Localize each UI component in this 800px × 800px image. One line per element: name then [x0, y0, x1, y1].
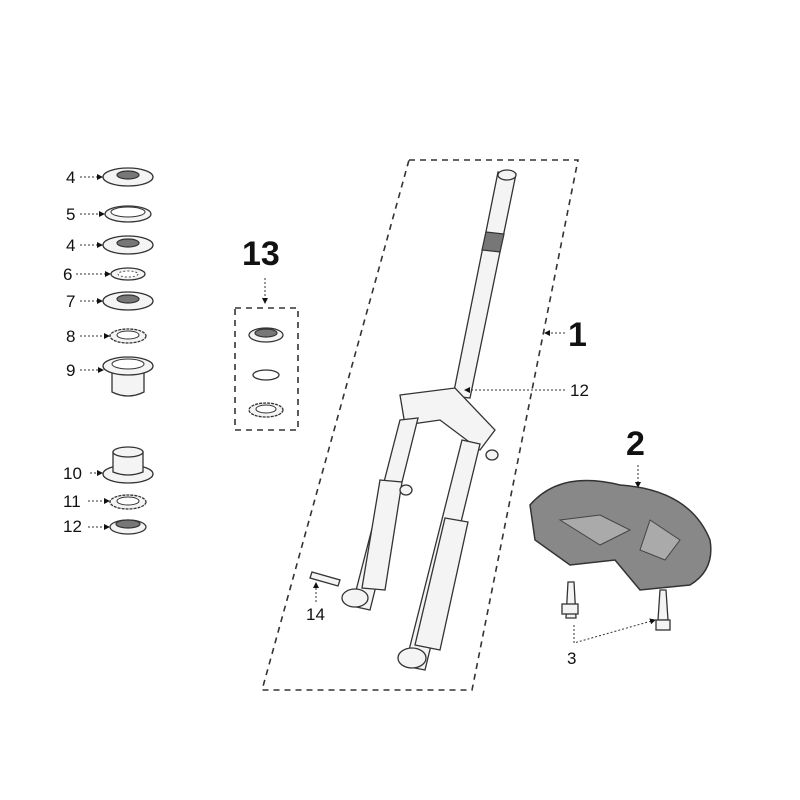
part-5: [104, 205, 152, 223]
callout-13: 13: [242, 235, 280, 273]
callout-4: 4: [66, 168, 75, 187]
callout-1: 1: [568, 316, 587, 354]
callout-12-fork: 12: [570, 381, 589, 400]
callout-7: 7: [66, 292, 75, 311]
part-12-bottom: [109, 519, 147, 535]
part-7: [102, 291, 154, 311]
callout-5: 5: [66, 205, 75, 224]
callout-3: 3: [567, 649, 576, 668]
part-11: [109, 494, 147, 510]
callout-6: 6: [63, 265, 72, 284]
callout-2: 2: [626, 425, 645, 463]
part-4-top: [102, 167, 154, 187]
callout-14: 14: [306, 605, 325, 624]
callout-9: 9: [66, 361, 75, 380]
part-9: [102, 356, 154, 397]
kit-13: 13: [234, 235, 299, 431]
screws-3: 3: [561, 581, 671, 668]
callout-10: 10: [63, 464, 82, 483]
part-8: [109, 328, 147, 344]
bolt-14: 14: [306, 571, 341, 624]
callout-11: 11: [63, 492, 81, 511]
callout-12: 12: [63, 517, 82, 536]
cover-2: 2 3: [529, 425, 712, 668]
part-4-mid: [102, 235, 154, 255]
callout-8: 8: [66, 327, 75, 346]
callout-4: 4: [66, 236, 75, 255]
part-6: [110, 267, 146, 281]
left-callouts: 4 5 4 6 7 8 9 10 11 12: [63, 168, 111, 536]
part-10: [102, 446, 154, 484]
front-fork-1: 1 12 14: [260, 159, 589, 691]
left-bearing-stack: [102, 167, 154, 535]
